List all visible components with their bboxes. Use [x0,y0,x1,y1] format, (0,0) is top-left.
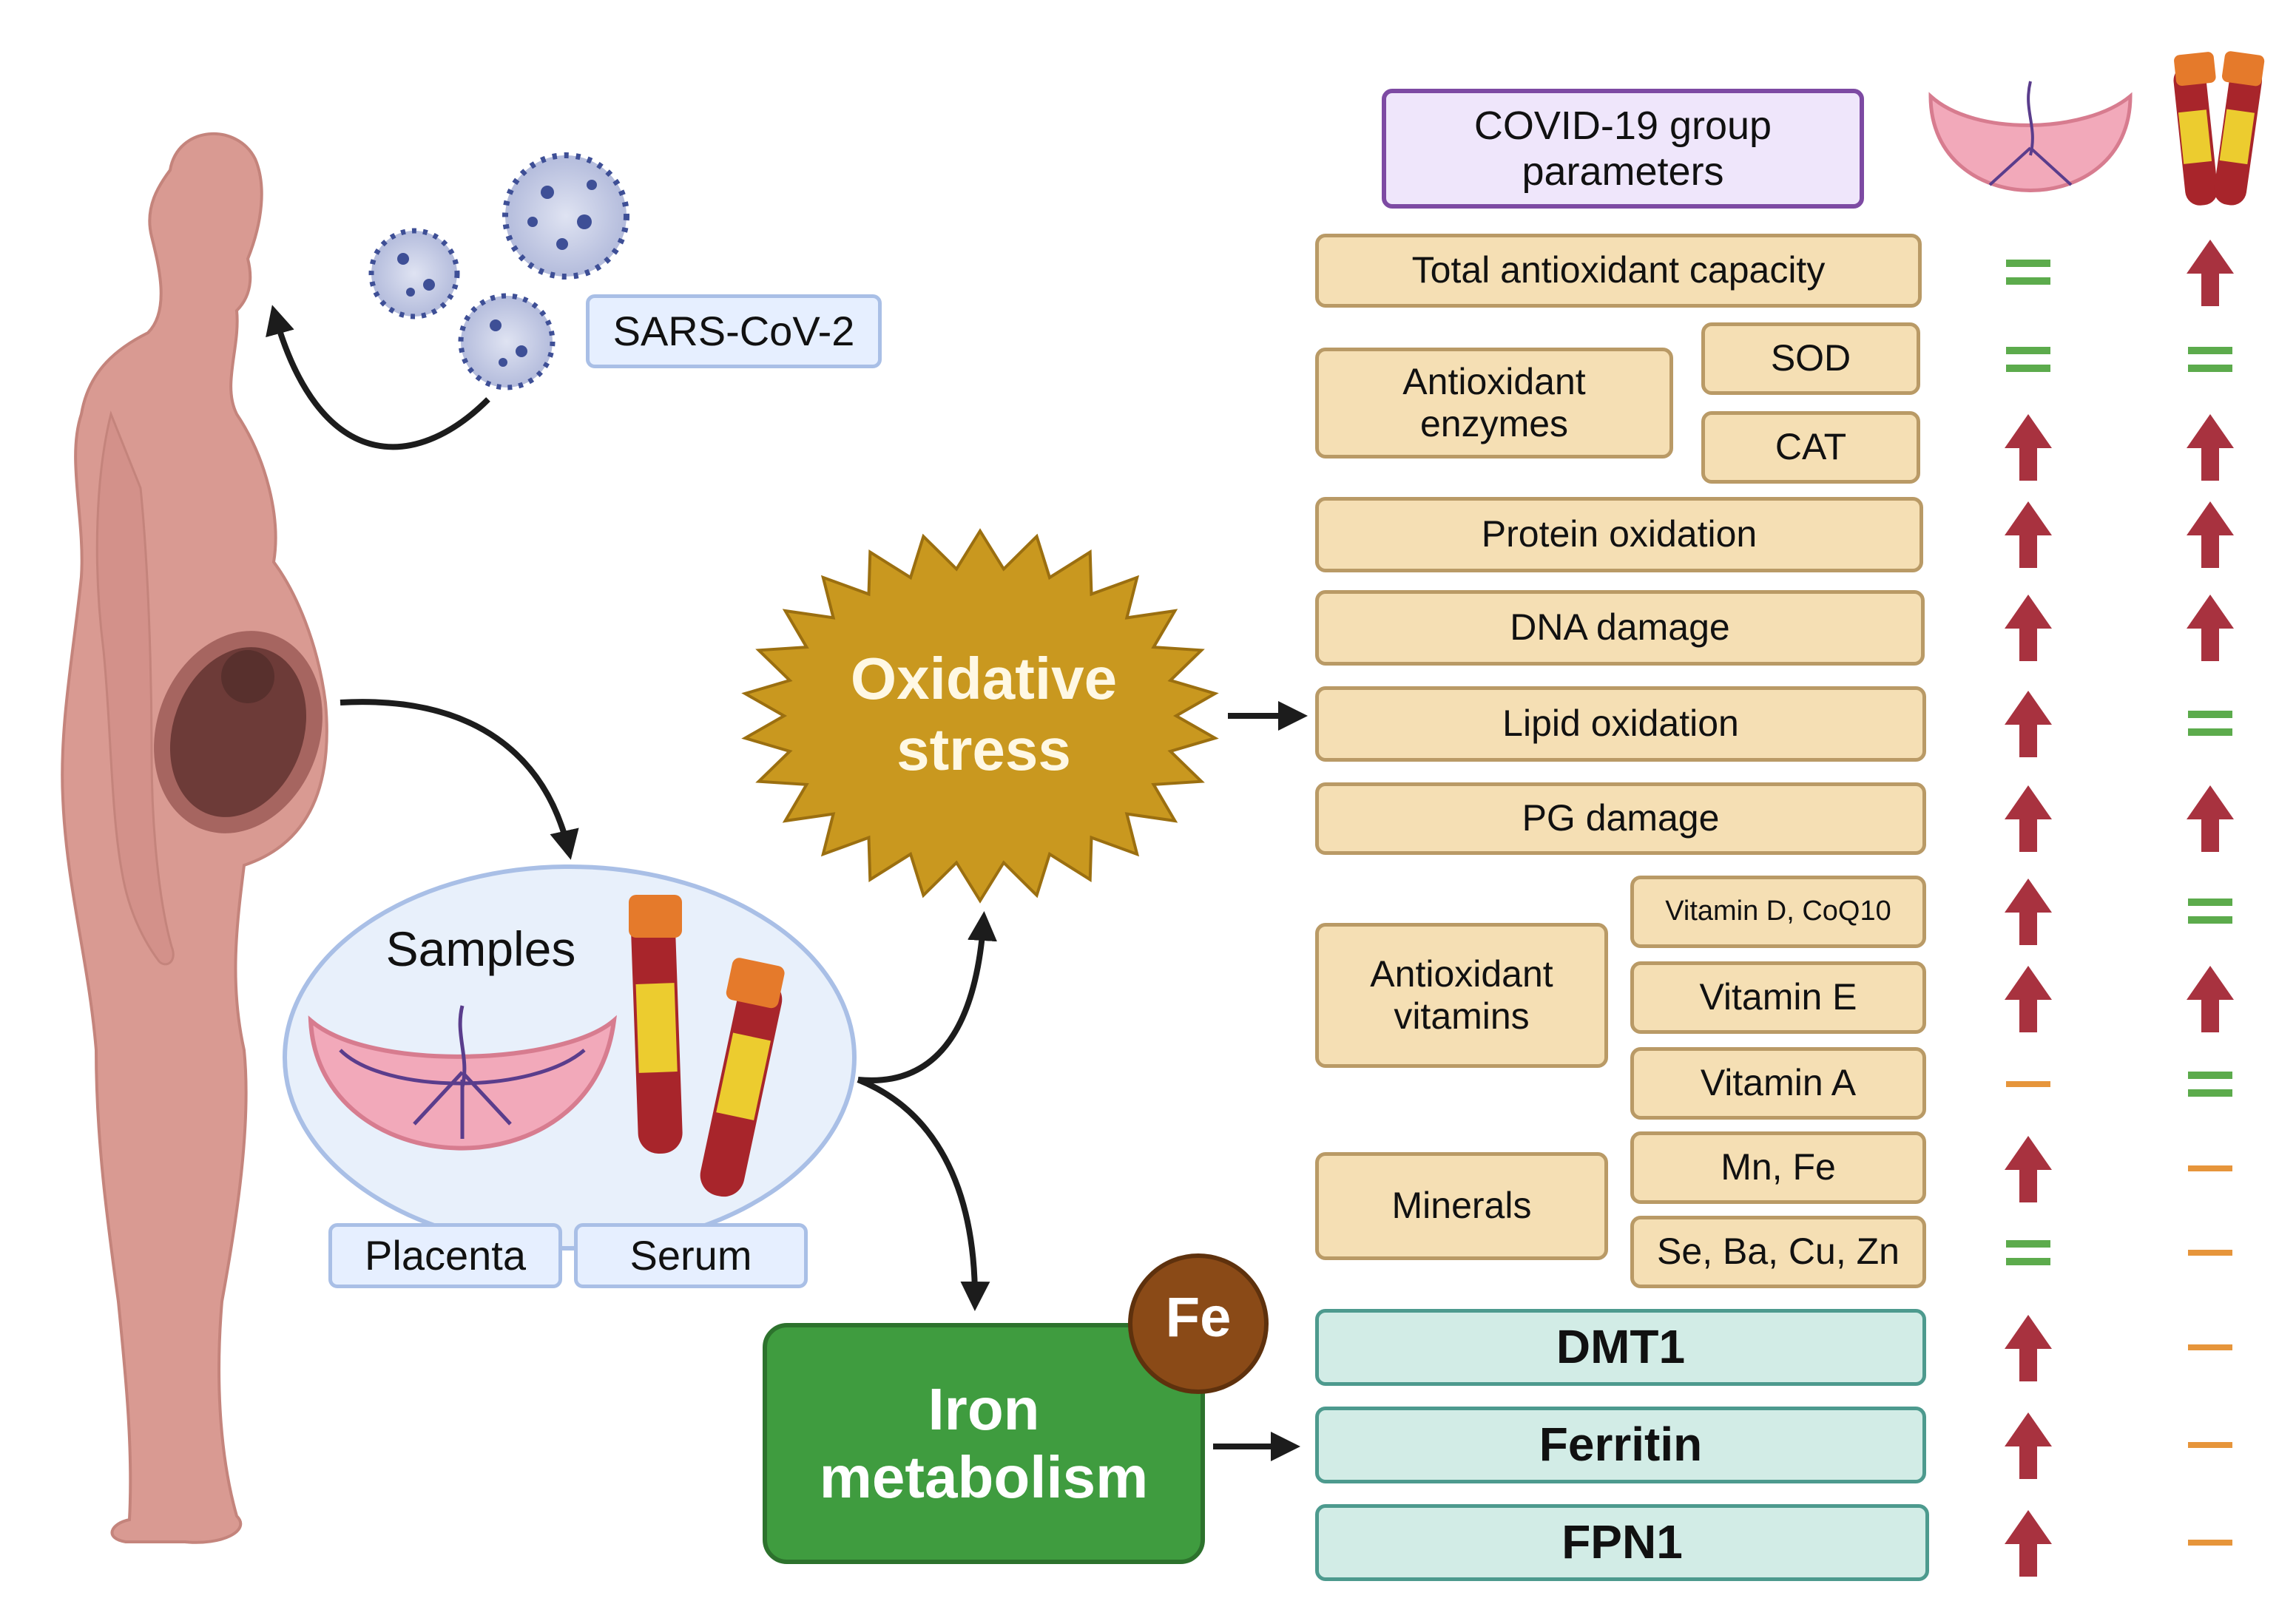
param-ferritin: Ferritin [1315,1407,1926,1483]
indicator-layer [2005,240,2234,1577]
serum-equal-sign-icon [2188,899,2232,924]
sars-cov-2-label: SARS-CoV-2 [586,294,882,368]
placenta-up-arrow-icon [2005,1315,2052,1381]
serum-dash-icon [2188,1165,2232,1171]
serum-tube-icon [629,895,785,1197]
param-total-antioxidant-capacity: Total antioxidant capacity [1315,234,1922,308]
param-vitamin-e: Vitamin E [1630,961,1926,1034]
param-fpn1: FPN1 [1315,1504,1929,1581]
placenta-up-arrow-icon [2005,414,2052,481]
oxidative-stress-label: Oxidative stress [850,646,1118,782]
serum-up-arrow-icon [2187,240,2234,306]
serum-up-arrow-icon [2187,785,2234,852]
serum-dash-icon [2188,1344,2232,1350]
serum-dash-icon [2188,1250,2232,1256]
placenta-equal-sign-icon [2006,1240,2050,1265]
placenta-equal-sign-icon [2006,260,2050,285]
group-minerals: Minerals [1315,1152,1608,1260]
param-protein-oxidation: Protein oxidation [1315,497,1923,572]
serum-up-arrow-icon [2187,966,2234,1032]
param-sod: SOD [1701,322,1920,395]
param-dna-damage: DNA damage [1315,590,1925,666]
placenta-up-arrow-icon [2005,785,2052,852]
serum-equal-sign-icon [2188,711,2232,736]
placenta-up-arrow-icon [2005,966,2052,1032]
param-vitamin-a: Vitamin A [1630,1047,1926,1120]
serum-dash-icon [2188,1442,2232,1448]
placenta-label: Placenta [328,1223,562,1288]
param-dmt1: DMT1 [1315,1309,1926,1386]
serum-equal-sign-icon [2188,1072,2232,1097]
placenta-equal-sign-icon [2006,347,2050,372]
fe-badge-label: Fe [1165,1286,1232,1349]
virus-icon [368,152,629,390]
param-pg-damage: PG damage [1315,782,1926,855]
iron-metabolism-label: Iron metabolism [819,1376,1149,1510]
param-cat: CAT [1701,411,1920,484]
param-lipid-oxidation: Lipid oxidation [1315,686,1926,762]
placenta-up-arrow-icon [2005,1412,2052,1479]
oxidative-stress-burst [741,528,1219,904]
iron-metabolism-box [763,1323,1205,1564]
samples-title: Samples [385,921,576,976]
serum-up-arrow-icon [2187,595,2234,661]
param-vitamin-d-coq10: Vitamin D, CoQ10 [1630,876,1926,948]
placenta-dash-icon [2006,1081,2050,1087]
param-se-ba-cu-zn: Se, Ba, Cu, Zn [1630,1216,1926,1288]
placenta-up-arrow-icon [2005,879,2052,945]
placenta-up-arrow-icon [2005,595,2052,661]
serum-up-arrow-icon [2187,414,2234,481]
placenta-up-arrow-icon [2005,501,2052,568]
placenta-up-arrow-icon [2005,1136,2052,1202]
serum-up-arrow-icon [2187,501,2234,568]
serum-label: Serum [574,1223,808,1288]
placenta-icon [308,1005,617,1151]
column-placenta-icon [1928,81,2133,192]
placenta-up-arrow-icon [2005,1510,2052,1577]
group-antioxidant-vitamins: Antioxidant vitamins [1315,923,1608,1068]
serum-equal-sign-icon [2188,347,2232,372]
column-serum-icon [2173,51,2265,206]
serum-dash-icon [2188,1540,2232,1546]
param-mn-fe: Mn, Fe [1630,1131,1926,1204]
fe-badge [1128,1253,1269,1394]
pregnant-woman-icon [61,132,328,1544]
group-antioxidant-enzymes: Antioxidant enzymes [1315,348,1673,458]
placenta-up-arrow-icon [2005,691,2052,757]
covid-group-header: COVID-19 group parameters [1382,89,1864,209]
